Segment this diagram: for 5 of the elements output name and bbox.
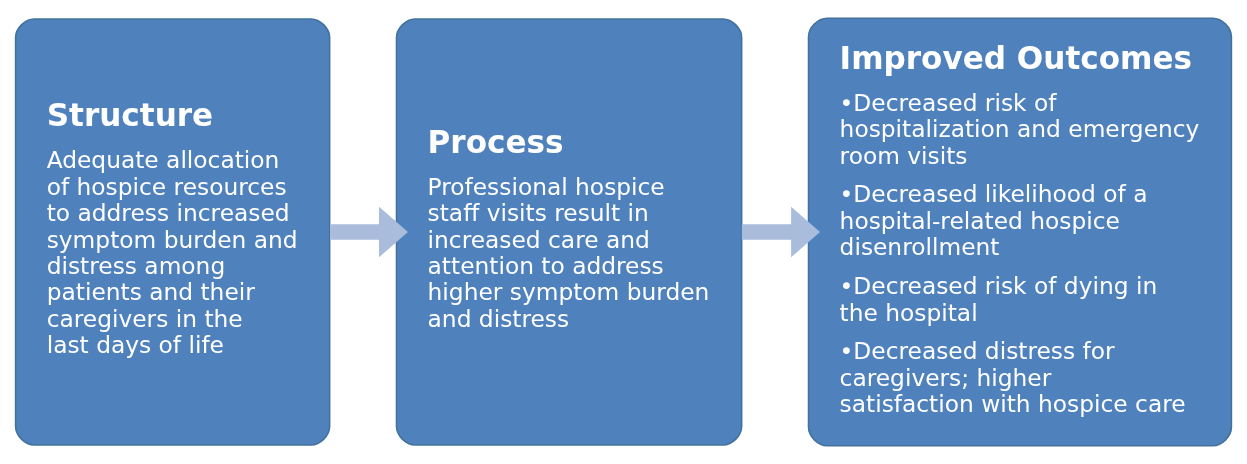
- arrow: [741, 206, 821, 258]
- node-box: Structure Adequate allocation of hospice resources to address increased symptom burden and distress among patients and their caregivers in the last days of life: [14, 18, 331, 446]
- node-box: Improved Outcomes •Decreased risk of hospitalization and emergency room visits •Decreased likelihood of a hospital-related hospice disenrollment •Decreased risk of dying in the hospital •Decreased distress for caregivers; higher satisfaction with hospice care: [807, 17, 1233, 447]
- arrow: [330, 206, 408, 258]
- node-box: Process Professional hospice staff visits result in increased care and attention to address higher symptom burden and distress: [395, 18, 743, 446]
